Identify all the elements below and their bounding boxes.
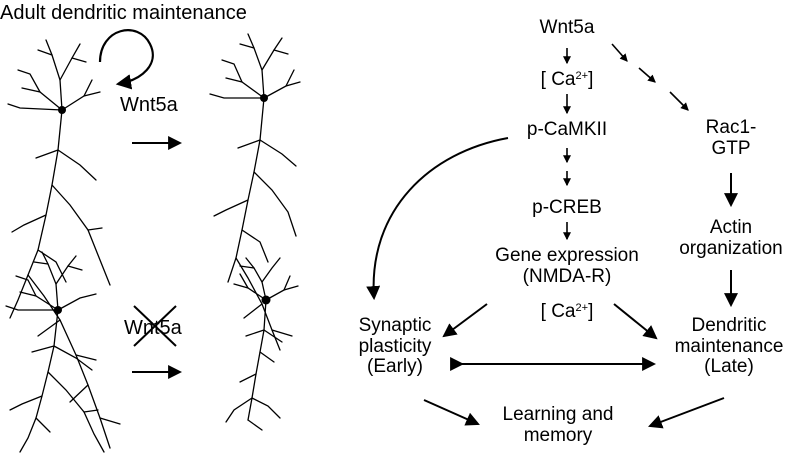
node-synaptic-plasticity: Synaptic plasticity (Early): [336, 315, 454, 378]
neuron-top-left: [7, 39, 121, 449]
neuron-bottom-right-retracted: [225, 257, 299, 431]
synaptic-line1: Synaptic: [358, 315, 432, 336]
neuron-top-right: [209, 33, 301, 351]
gene-expression-line1: Gene expression: [495, 245, 639, 266]
rac1-line1: Rac1-: [705, 117, 757, 138]
node-actin-organization: Actin organization: [666, 217, 796, 259]
strike-cross: [133, 305, 177, 347]
calcium-2-sup: 2+: [575, 302, 589, 314]
actin-line2: organization: [679, 237, 783, 259]
wnt5a-absent-label: Wnt5a: [124, 317, 182, 339]
pathway-arrows: [366, 43, 738, 429]
gene-expression-line2: (NMDA-R): [522, 265, 612, 287]
node-p-camkii: p-CaMKII: [526, 119, 608, 140]
learning-line1: Learning and: [502, 404, 614, 425]
node-calcium-2: [ Ca2+]: [518, 301, 616, 323]
calcium-1-close: ]: [588, 69, 594, 90]
calcium-2-open: [ Ca: [540, 301, 576, 322]
autocrine-loop-arrow: [98, 29, 154, 90]
node-gene-expression: Gene expression (NMDA-R): [466, 245, 668, 287]
node-p-creb: p-CREB: [532, 197, 602, 218]
rac1-line2: GTP: [711, 137, 751, 159]
calcium-1-sup: 2+: [575, 70, 589, 82]
learning-line2: memory: [523, 424, 593, 446]
dendritic-line1: Dendritic: [691, 315, 767, 336]
synaptic-line3: (Early): [367, 356, 423, 378]
calcium-1-open: [ Ca: [540, 69, 576, 90]
actin-line1: Actin: [709, 217, 753, 238]
synaptic-line2: plasticity: [358, 335, 432, 357]
wnt5a-present-label: Wnt5a: [120, 94, 178, 116]
left-panel-title: Adult dendritic maintenance: [0, 2, 247, 24]
node-calcium-1: [ Ca2+]: [523, 69, 611, 91]
node-rac1-gtp: Rac1- GTP: [686, 117, 776, 159]
calcium-2-close: ]: [588, 301, 594, 322]
dendritic-line3: (Late): [704, 356, 754, 378]
node-learning-memory: Learning and memory: [478, 404, 638, 446]
node-dendritic-maintenance: Dendritic maintenance (Late): [664, 315, 794, 378]
dendritic-line2: maintenance: [674, 335, 784, 357]
neuron-bottom-left: [5, 251, 105, 453]
node-wnt5a: Wnt5a: [539, 17, 595, 38]
